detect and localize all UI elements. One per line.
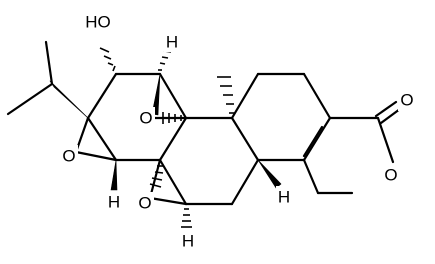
bond-carbonyl-b [379, 107, 402, 125]
hydrogen-left-label: H [108, 193, 120, 212]
hydrogen-right-label: H [278, 188, 290, 207]
bond-ring-a-3 [158, 72, 188, 120]
wedge-hydrogen-right [257, 159, 282, 189]
hydrogen-top-label: H [166, 33, 178, 52]
epoxide-oxygen-left-label: O [62, 147, 75, 166]
carbonyl-oxygen-label: O [400, 91, 413, 110]
bond-epoxide-left-2 [74, 150, 118, 162]
bond-ring-c-4 [302, 116, 332, 162]
epoxide-oxygen-bottom-label: O [138, 194, 151, 213]
bond-isopropyl-lower [6, 82, 54, 116]
wedge-bonds [49, 73, 282, 191]
bond-lactone-4 [302, 158, 320, 195]
hydrogen-bottom-label: H [182, 232, 194, 251]
atom-labels: HO H O O H O H H O O [60, 11, 416, 252]
bond-lactone-2 [376, 116, 395, 164]
wedge-hydrogen-left [110, 159, 118, 191]
bond-isopropyl-upper [44, 40, 54, 86]
bond-ring-c-4-inner [302, 125, 324, 158]
bond-ring-a-1 [86, 72, 118, 120]
bond-epoxide-bottom-2 [148, 196, 188, 206]
lactone-oxygen-label: O [384, 166, 397, 185]
bond-ring-c-1 [230, 72, 260, 120]
bond-ring-b-3 [230, 158, 260, 206]
bond-ring-c-3 [302, 72, 332, 120]
bond-ring-b-2 [230, 116, 260, 162]
wedge-isopropyl [49, 80, 89, 119]
bond-carbonyl-a [374, 100, 398, 118]
bond-ring-a-6 [86, 116, 118, 162]
hydroxyl-label: HO [85, 13, 111, 32]
single-bonds [6, 40, 395, 206]
bond-ring-a-4 [158, 116, 188, 162]
bond-ring-b-5 [158, 158, 188, 206]
epoxide-oxygen-top-label: O [139, 109, 152, 128]
double-bonds [302, 100, 402, 162]
